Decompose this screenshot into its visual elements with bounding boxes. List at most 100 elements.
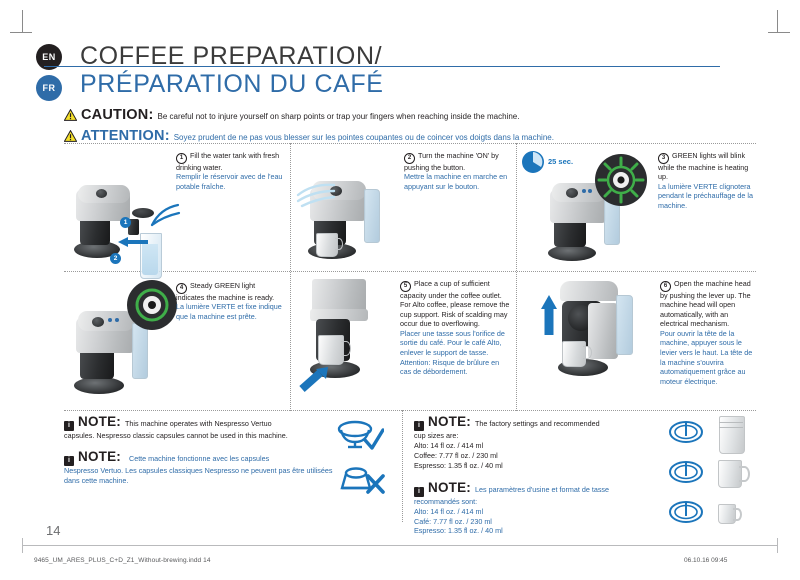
cup-espresso-icon [716,502,746,524]
step-6-text-fr: Pour ouvrir la tête de la machine, appuy… [660,328,753,386]
language-badges: EN FR [36,44,70,106]
tank-lid-icon [132,208,154,218]
machine-illustration-6 [546,281,656,397]
notes-section: i NOTE: This machine operates with Nespr… [64,410,756,535]
machine-illustration-3 [540,177,640,267]
note-label-en: NOTE: [78,414,121,429]
step-3-text-fr: La lumière VERTE clignotera pendant le p… [658,181,753,210]
crop-mark-top-left-h [10,32,32,33]
note-capsules-en: i NOTE: This machine operates with Nespr… [64,414,334,440]
water-glass-icon [140,233,162,279]
info-icon-fr: i [64,456,74,467]
note-lead-sizes-fr: Les paramètres d'usine et format de tass… [475,484,610,494]
crop-mark-top-right-v [777,10,778,32]
note-capsules-fr: i NOTE: Cette machine fonctionne avec le… [64,449,334,485]
caution-text-fr: Soyez prudent de ne pas vous blesser sur… [173,133,554,142]
page-title-en: COFFEE PREPARATION/ [80,42,383,70]
step-4-number: 4 [176,282,187,294]
cup-size-coffee-en: Coffee: 7.77 fl oz. / 230 ml [414,451,498,461]
page-header: EN FR COFFEE PREPARATION/ PRÉPARATION DU… [36,42,756,101]
grid-line-col1 [290,143,291,411]
note-rest-en: capsules. Nespresso classic capsules can… [64,431,288,440]
grid-line-middle [64,271,756,272]
timer-icon [522,151,544,173]
caution-label-fr: ATTENTION: [81,128,170,144]
notes-divider [402,410,403,522]
note-head-sizes-en: i NOTE: The factory settings and recomme… [414,414,694,431]
note-rest-sizes-fr: recommandés sont: [414,496,478,506]
step-5-text-fr: Placer une tasse sous l'orifice de sorti… [400,328,505,377]
step-3: 25 sec. [518,145,756,271]
step-5-number: 5 [400,280,411,292]
note-rest-sizes-en: cup sizes are: [414,431,459,440]
note-lead-fr-text: Cette machine fonctionne avec les capsul… [129,454,270,464]
water-stream-icon [150,203,181,227]
cup-coffee-mug-icon [716,458,750,488]
note-head-en: i NOTE: This machine operates with Nespr… [64,414,334,431]
note-cupsizes-en: i NOTE: The factory settings and recomme… [414,414,694,471]
callout-badge-2: 2 [110,253,121,264]
footer-rule [22,545,778,546]
grid-line-col2 [516,143,517,411]
step-5-text-en: Place a cup of sufficient capacity under… [400,279,510,329]
note-label-sizes-en: NOTE: [428,414,471,429]
notes-left-column: i NOTE: This machine operates with Nespr… [64,414,334,494]
step-1-text-en: Fill the water tank with fresh drinking … [176,151,280,172]
language-badge-en: EN [36,44,62,70]
green-light-blinking-icon [595,154,647,206]
caution-text-en: Be careful not to injure yourself on sha… [157,112,520,121]
cup-size-espresso-en: Espresso: 1.35 fl oz. / 40 ml [414,460,503,470]
timer-label: 25 sec. [548,157,574,166]
note-label-fr: NOTE: [78,449,121,465]
cup-support-icon-3 [669,501,703,523]
note-lead-en: This machine operates with Nespresso Ver… [125,419,272,428]
warning-triangle-icon [63,108,78,121]
note-head-fr: i NOTE: Cette machine fonctionne avec le… [64,449,334,467]
note-cupsizes-fr: i NOTE: Les paramètres d'usine et format… [414,480,694,537]
info-icon-sizes-en: i [414,421,424,431]
info-icon: i [64,421,74,431]
cup-size-cafe-fr: Café: 7.77 fl oz. / 230 ml [414,516,492,526]
step-3-text-en: GREEN lights will blink while the machin… [658,151,749,182]
cup-support-icon-2 [669,461,703,483]
hand-press-icon [296,183,336,208]
cup-size-espresso-fr: Espresso: 1.35 fl oz. / 40 ml [414,526,503,536]
warning-triangle-icon-fr [63,129,78,142]
machine-illustration-4 [70,305,170,401]
grid-line-bottom [64,410,756,411]
caution-label-en: CAUTION: [81,107,154,123]
step-4-text-en: Steady GREEN light indicates the machine… [176,281,275,302]
green-light-steady-icon [127,280,177,330]
step-1-text-fr: Remplir le réservoir avec de l'eau potab… [176,172,283,191]
footer-filename: 9465_UM_ARES_PLUS_C+D_Z1_Without-brewing… [34,557,211,564]
note-label-sizes-fr: NOTE: [428,479,471,495]
machine-illustration-5 [302,279,402,399]
arrow-up-icon [541,295,557,335]
capsule-vertuo-check-icon [337,420,384,450]
step-1-number: 1 [176,152,187,164]
header-rule [44,66,720,67]
arrow-up-right-icon [299,367,328,392]
caution-row-fr: ATTENTION: Soyez prudent de ne pas vous … [63,127,764,144]
language-badge-fr: FR [36,75,62,101]
page-number: 14 [46,523,61,538]
notes-right-column: i NOTE: The factory settings and recomme… [414,414,694,545]
step-2-text-fr: Mettre la machine en marche en appuyant … [404,172,508,191]
grid-line-top [64,143,756,144]
crop-mark-top-left-v [22,10,23,32]
cup-sizes-fr: Alto: 14 fl oz. / 414 ml Café: 7.77 fl o… [414,507,694,536]
callout-badge-1: 1 [120,217,131,228]
step-3-number: 3 [658,152,669,164]
step-2-number: 2 [404,152,415,164]
